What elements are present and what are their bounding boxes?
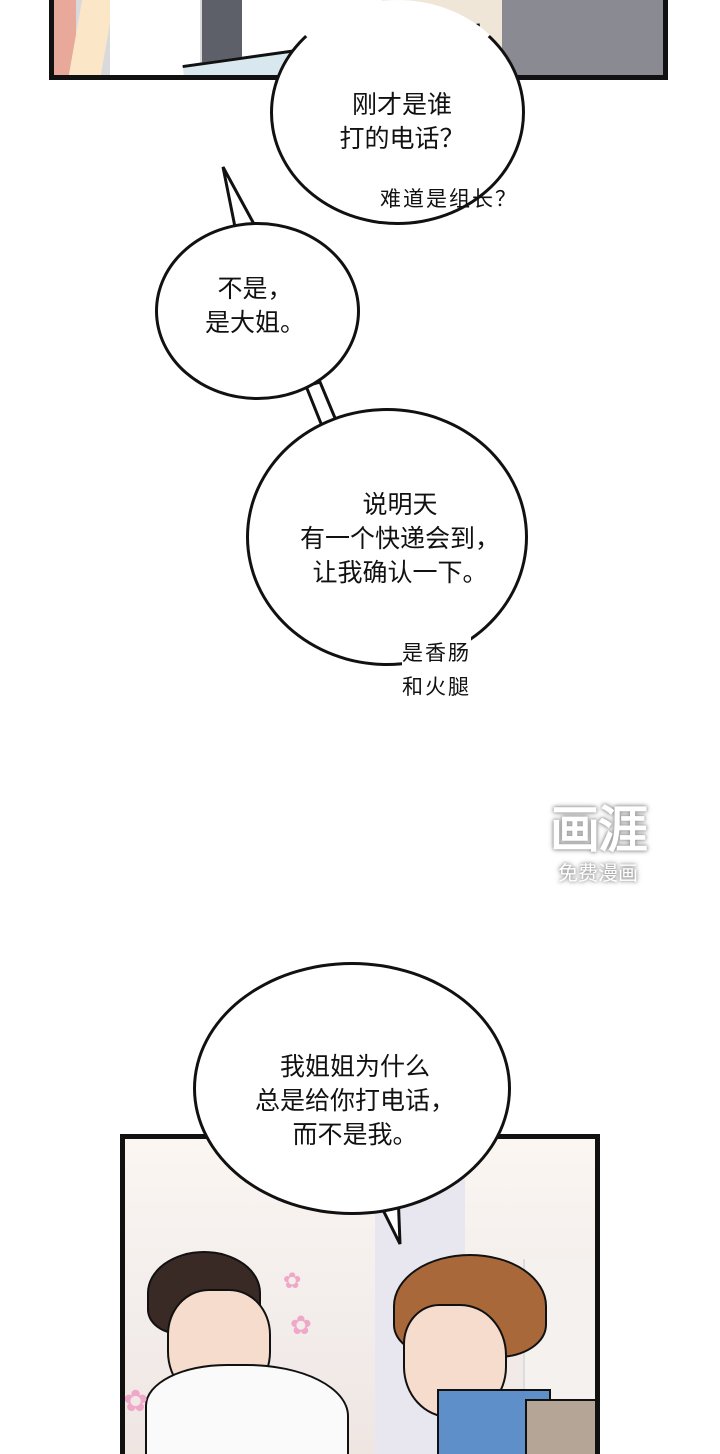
speech-bubble-4 (193, 962, 511, 1215)
bubble-4-text: 我姐姐为什么 总是给你打电话， 而不是我。 (254, 1052, 455, 1149)
watermark: 画涯 免费漫画 (536, 800, 660, 886)
art-strip (110, 0, 200, 75)
bottom-panel: ✿ ✿ ✿ (120, 1134, 600, 1454)
speech-bubble-1 (270, 0, 525, 225)
aside-1-text: 难道是组长？ (380, 187, 518, 211)
flower-icon: ✿ (123, 1384, 149, 1419)
bubble-2-text: 不是， 是大姐。 (204, 274, 305, 337)
flower-icon: ✿ (283, 1269, 302, 1294)
bubble-3-text: 说明天 有一个快递会到， 让我确认一下。 (299, 490, 500, 587)
speech-bubble-2 (155, 222, 360, 400)
speech-bubble-3 (246, 408, 528, 666)
character-left-shirt (145, 1364, 349, 1454)
character-right-vest (525, 1399, 595, 1454)
bubble-1-text: 刚才是谁 打的电话？ (339, 90, 465, 153)
art-strip (502, 0, 663, 75)
watermark-subtitle: 免费漫画 (558, 861, 638, 885)
flower-icon: ✿ (290, 1311, 312, 1341)
aside-2-text: 是香肠 和火腿 (402, 636, 471, 704)
watermark-logo: 画涯 (550, 801, 648, 859)
art-strip (54, 0, 76, 75)
